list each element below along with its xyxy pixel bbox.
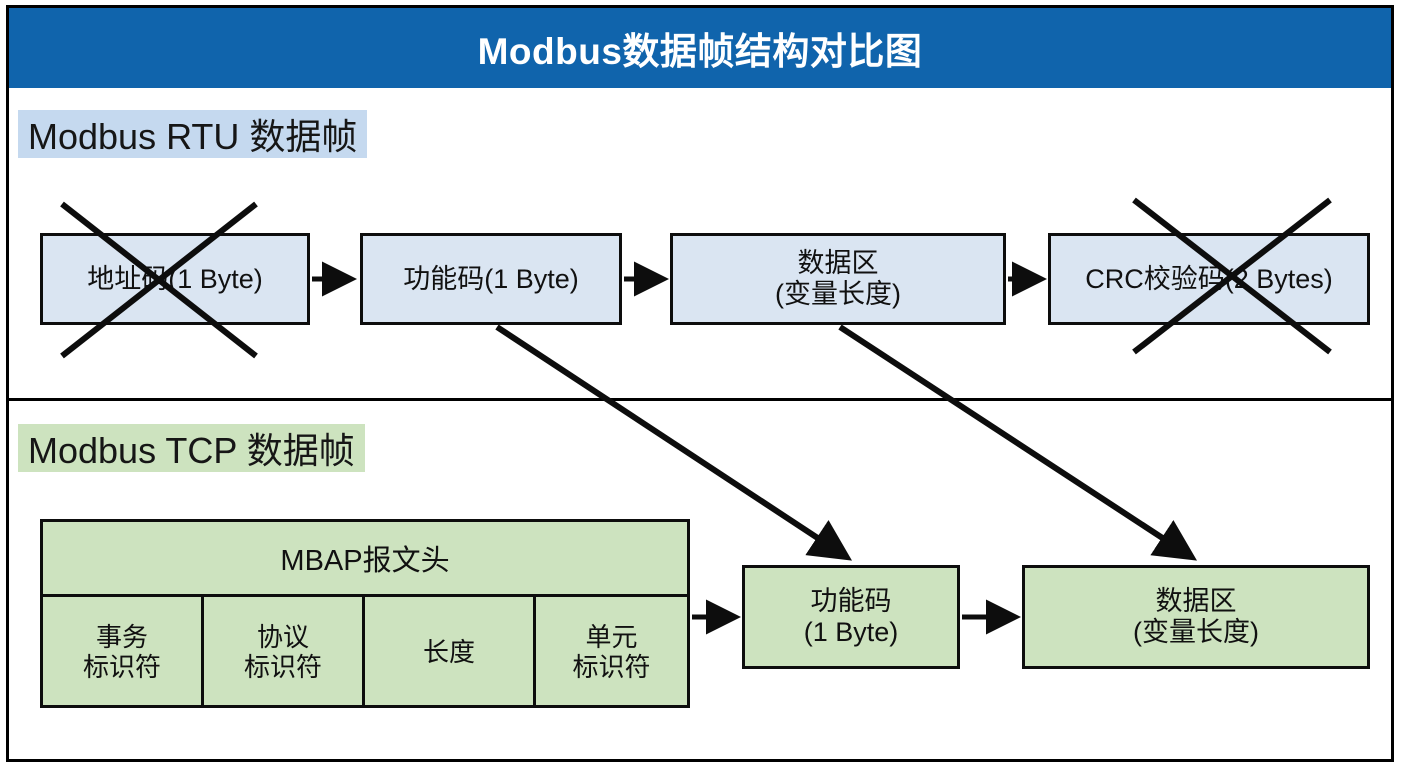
mbap-length-label: 长度	[422, 636, 475, 667]
section-label-tcp: Modbus TCP 数据帧	[18, 424, 365, 472]
mbap-unit-cell[interactable]: 单元 标识符	[536, 597, 687, 708]
mbap-header-table[interactable]: MBAP报文头 事务 标识符 协议 标识符 长度 单元 标识符	[40, 519, 690, 708]
title-bar: Modbus数据帧结构对比图	[9, 8, 1391, 88]
rtu-crc-label: CRC校验码(2 Bytes)	[1085, 263, 1333, 294]
mbap-length-cell[interactable]: 长度	[365, 597, 536, 708]
rtu-data-label: 数据区 (变量长度)	[775, 248, 901, 309]
section-divider	[9, 398, 1391, 401]
mbap-transaction-label: 事务 标识符	[82, 622, 161, 682]
rtu-function-box[interactable]: 功能码(1 Byte)	[360, 233, 622, 325]
mbap-transaction-cell[interactable]: 事务 标识符	[43, 597, 204, 708]
section-label-rtu: Modbus RTU 数据帧	[18, 110, 368, 158]
tcp-function-box[interactable]: 功能码 (1 Byte)	[742, 565, 960, 669]
rtu-function-label: 功能码(1 Byte)	[403, 263, 579, 294]
rtu-crc-box[interactable]: CRC校验码(2 Bytes)	[1048, 233, 1370, 325]
mbap-unit-label: 单元 标识符	[572, 622, 651, 682]
tcp-function-label: 功能码 (1 Byte)	[803, 586, 899, 647]
rtu-address-label: 地址码(1 Byte)	[87, 263, 263, 294]
mbap-protocol-cell[interactable]: 协议 标识符	[204, 597, 365, 708]
tcp-data-label: 数据区 (变量长度)	[1133, 586, 1259, 647]
tcp-data-box[interactable]: 数据区 (变量长度)	[1022, 565, 1370, 669]
page-title: Modbus数据帧结构对比图	[477, 31, 923, 72]
mbap-field-row: 事务 标识符 协议 标识符 长度 单元 标识符	[43, 597, 687, 708]
mbap-header-title: MBAP报文头	[43, 522, 687, 597]
rtu-data-box[interactable]: 数据区 (变量长度)	[670, 233, 1006, 325]
mbap-protocol-label: 协议 标识符	[243, 622, 322, 682]
rtu-address-box[interactable]: 地址码(1 Byte)	[40, 233, 310, 325]
